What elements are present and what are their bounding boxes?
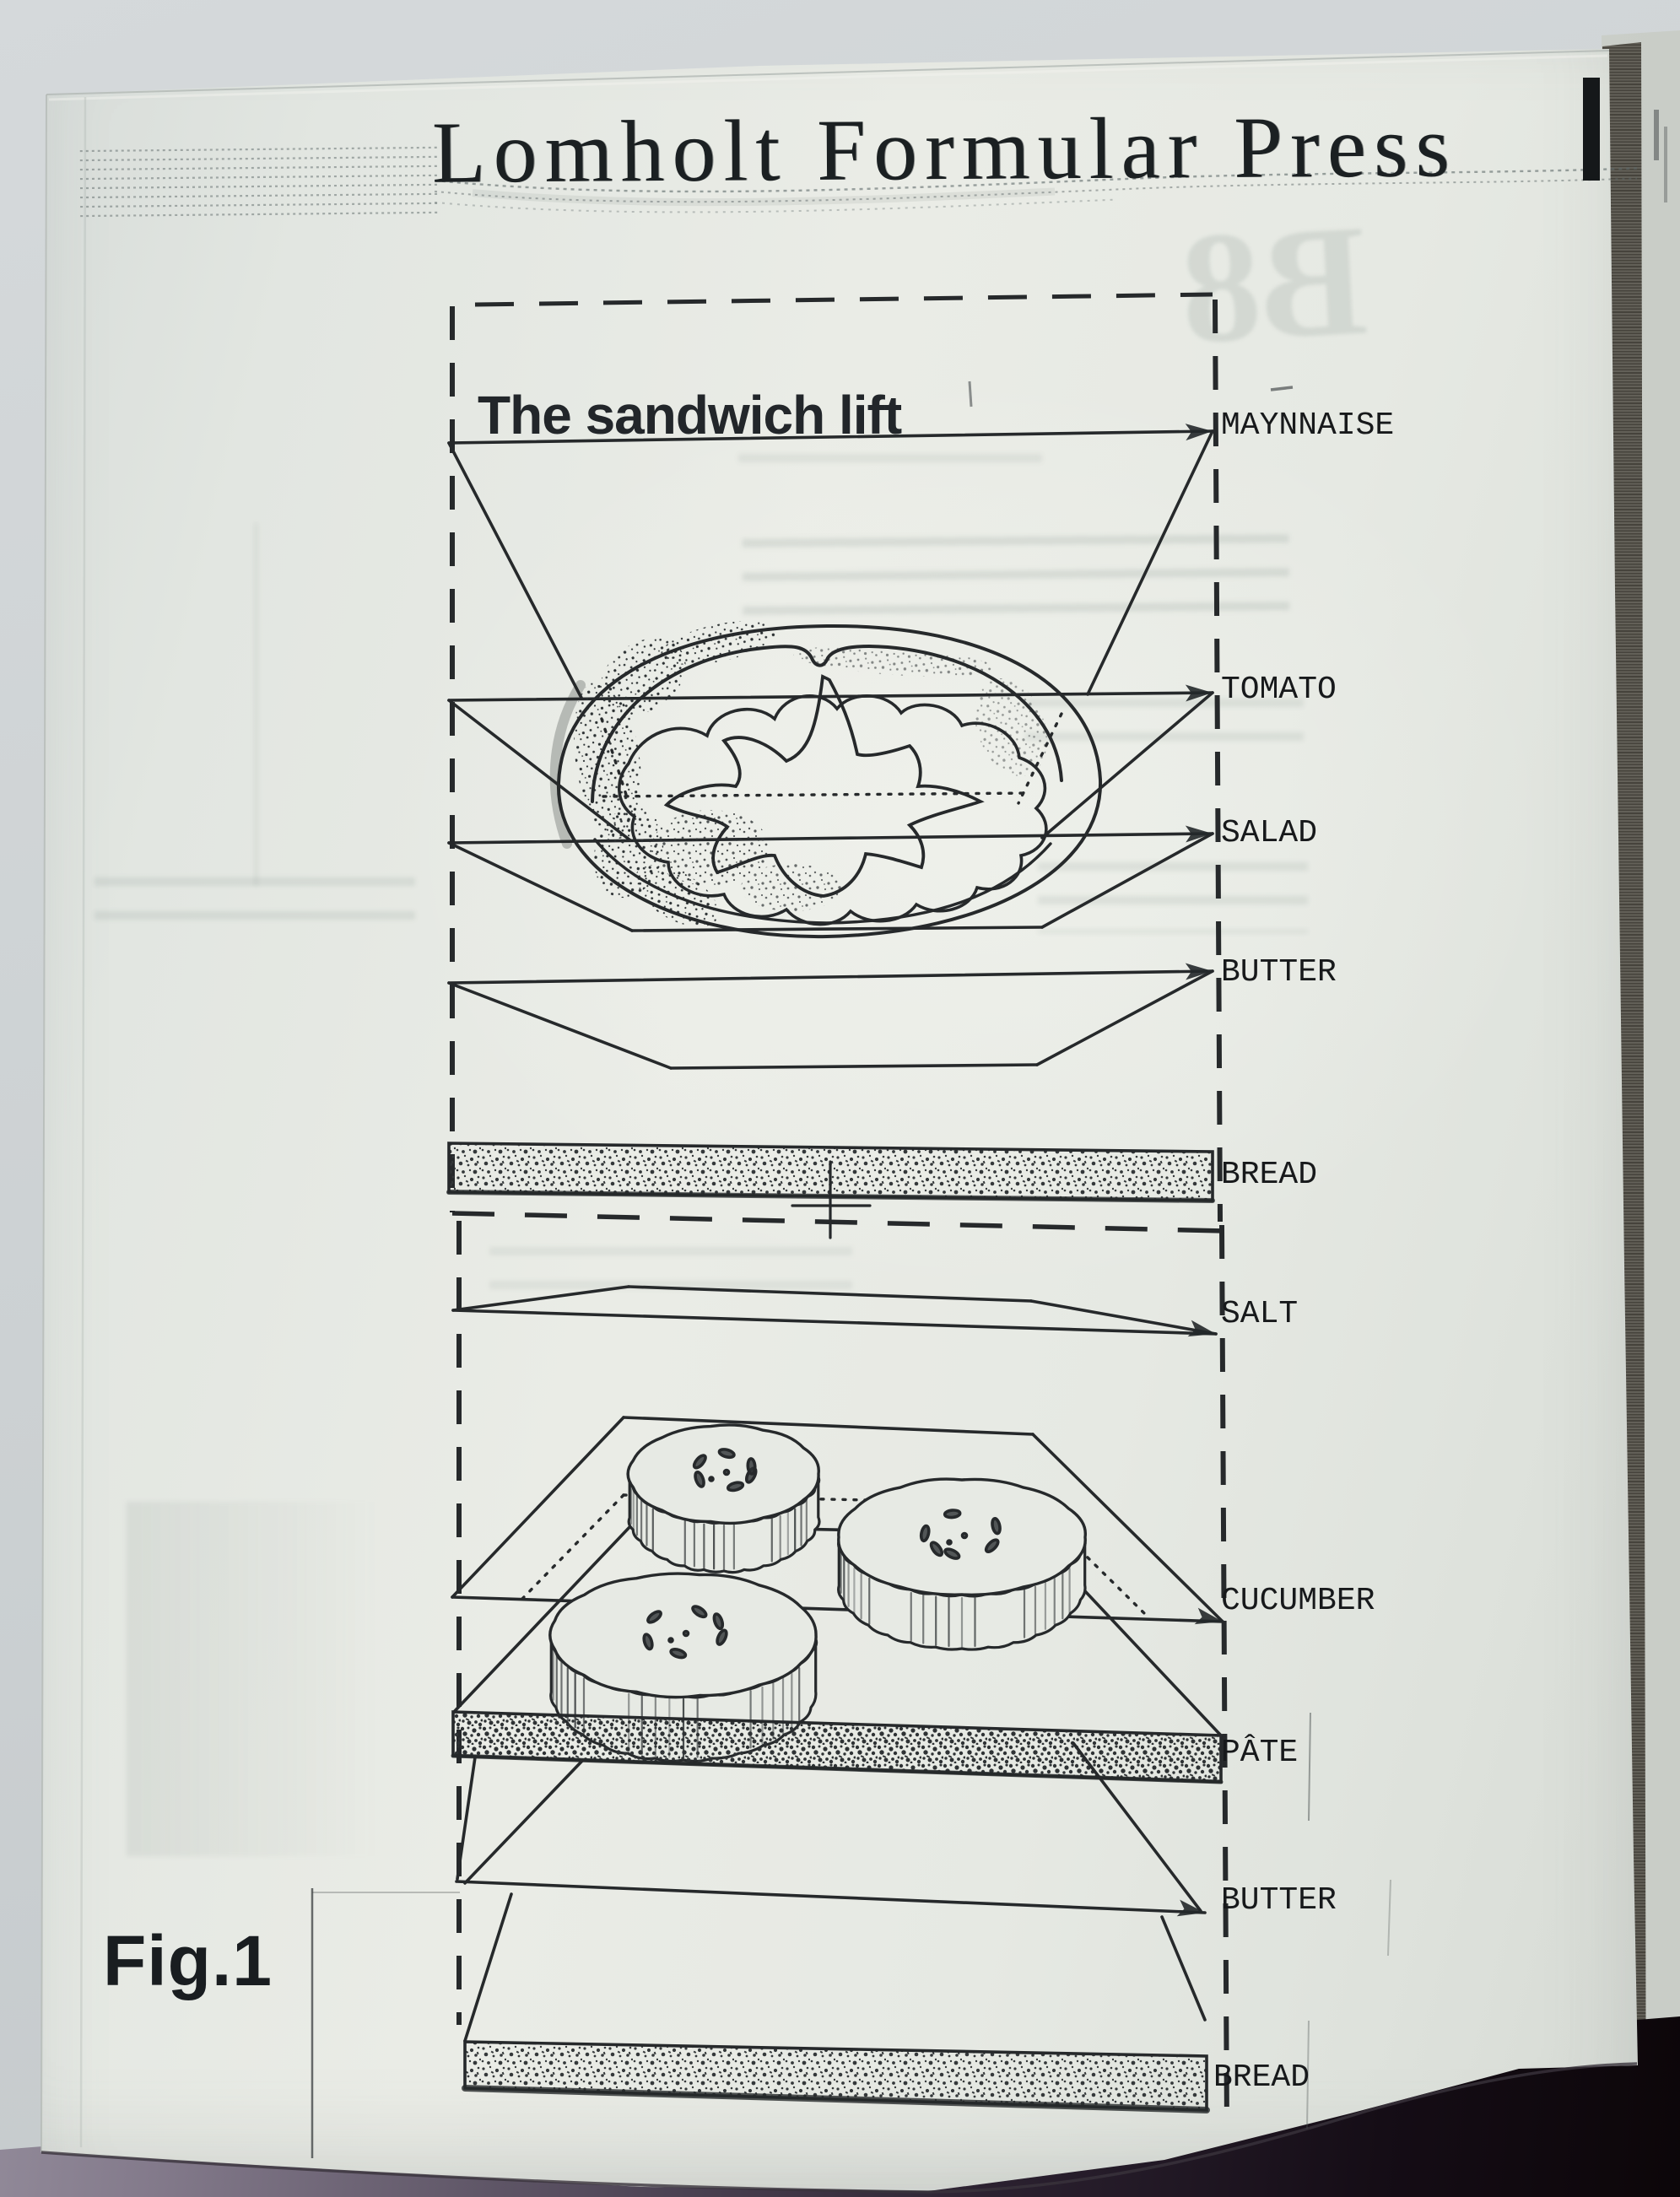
tomato-flesh-ring [618,694,1048,926]
cucumber-seed [712,1612,725,1631]
stray-pen-marks [968,381,1391,2130]
cucumber-seed [642,1633,654,1651]
layer-label-bread-upper: BREAD [1221,1157,1318,1193]
lift-frame-dashed [450,292,1229,2130]
cucumber-seed [746,1457,757,1476]
arrowhead [1187,1320,1216,1337]
cucumber-seed [919,1524,931,1543]
cucumber-seed [694,1470,705,1488]
page-edge-lines [41,50,1638,2194]
masthead-end-bar [1583,78,1600,181]
arrowhead [1194,1607,1223,1625]
cucumber-seed [669,1648,688,1660]
layer-label-salt: SALT [1221,1296,1299,1332]
cucumber-seed [691,1605,708,1619]
arrowhead [1185,963,1213,980]
figure-title: The sandwich lift [478,385,902,445]
cucumber-seed [646,1610,662,1624]
cucumber-seed [726,1481,745,1493]
layer-label-tomato: TOMATO [1221,672,1337,708]
cucumber-slices [548,1423,1088,1763]
layer-label-salad: SALAD [1221,815,1318,851]
layer-band-pate [451,1710,1224,1784]
upper-layer-planes [446,429,1215,1239]
cucumber-seed [984,1538,1000,1554]
cucumber-slice [626,1423,821,1574]
layer-plane-salt [451,1285,1218,1336]
layer-label-butter-lower: BUTTER [1221,1882,1337,1919]
masthead-hatch-band [79,146,1638,218]
layer-label-cucumber: CUCUMBER [1221,1583,1375,1619]
tomato-outer-skin [556,623,1103,939]
arrowhead [1176,1899,1205,1917]
masthead-title: Lomholt Formular Press [431,98,1458,202]
label-arrowheads [1176,424,1223,1917]
tomato-seed-star [663,674,985,898]
figure-rule [311,1888,460,2158]
hidden-edges-dotted [600,712,1063,805]
registration-crosshair [791,1160,872,1239]
cucumber-seed [943,1509,962,1520]
tomato-inner-skin [591,644,1063,803]
cucumber-seed [991,1517,1002,1536]
layer-label-bread-lower: BREAD [1213,2059,1310,2096]
layer-label-maynnaise: MAYNNAISE [1221,408,1395,444]
layer-plane-mayonnaise [447,429,1214,699]
cucumber-seed [929,1541,944,1557]
layer-band-bread-lower [462,2040,1210,2113]
arrowhead [1185,684,1213,702]
cucumber-seed [943,1547,961,1560]
cucumber-slice [837,1477,1088,1651]
tomato-slice-illustration [549,621,1103,939]
stack-side-rails [456,1741,1207,2043]
layer-label-pate: PÂTE [1221,1735,1299,1771]
layer-label-butter-upper: BUTTER [1221,954,1337,991]
arrowhead [1185,424,1213,441]
cucumber-seed [692,1454,707,1470]
layer-plane-butter-lower [455,1880,1207,1914]
edge-marks [1654,110,1667,202]
lower-layer-planes [451,1285,1224,2113]
layer-plane-butter-upper [447,969,1214,1070]
cucumber-seed [717,1448,736,1460]
arrowhead [1185,825,1213,843]
figure-number: Fig.1 [103,1921,273,2000]
cucumber-seed [716,1628,728,1646]
